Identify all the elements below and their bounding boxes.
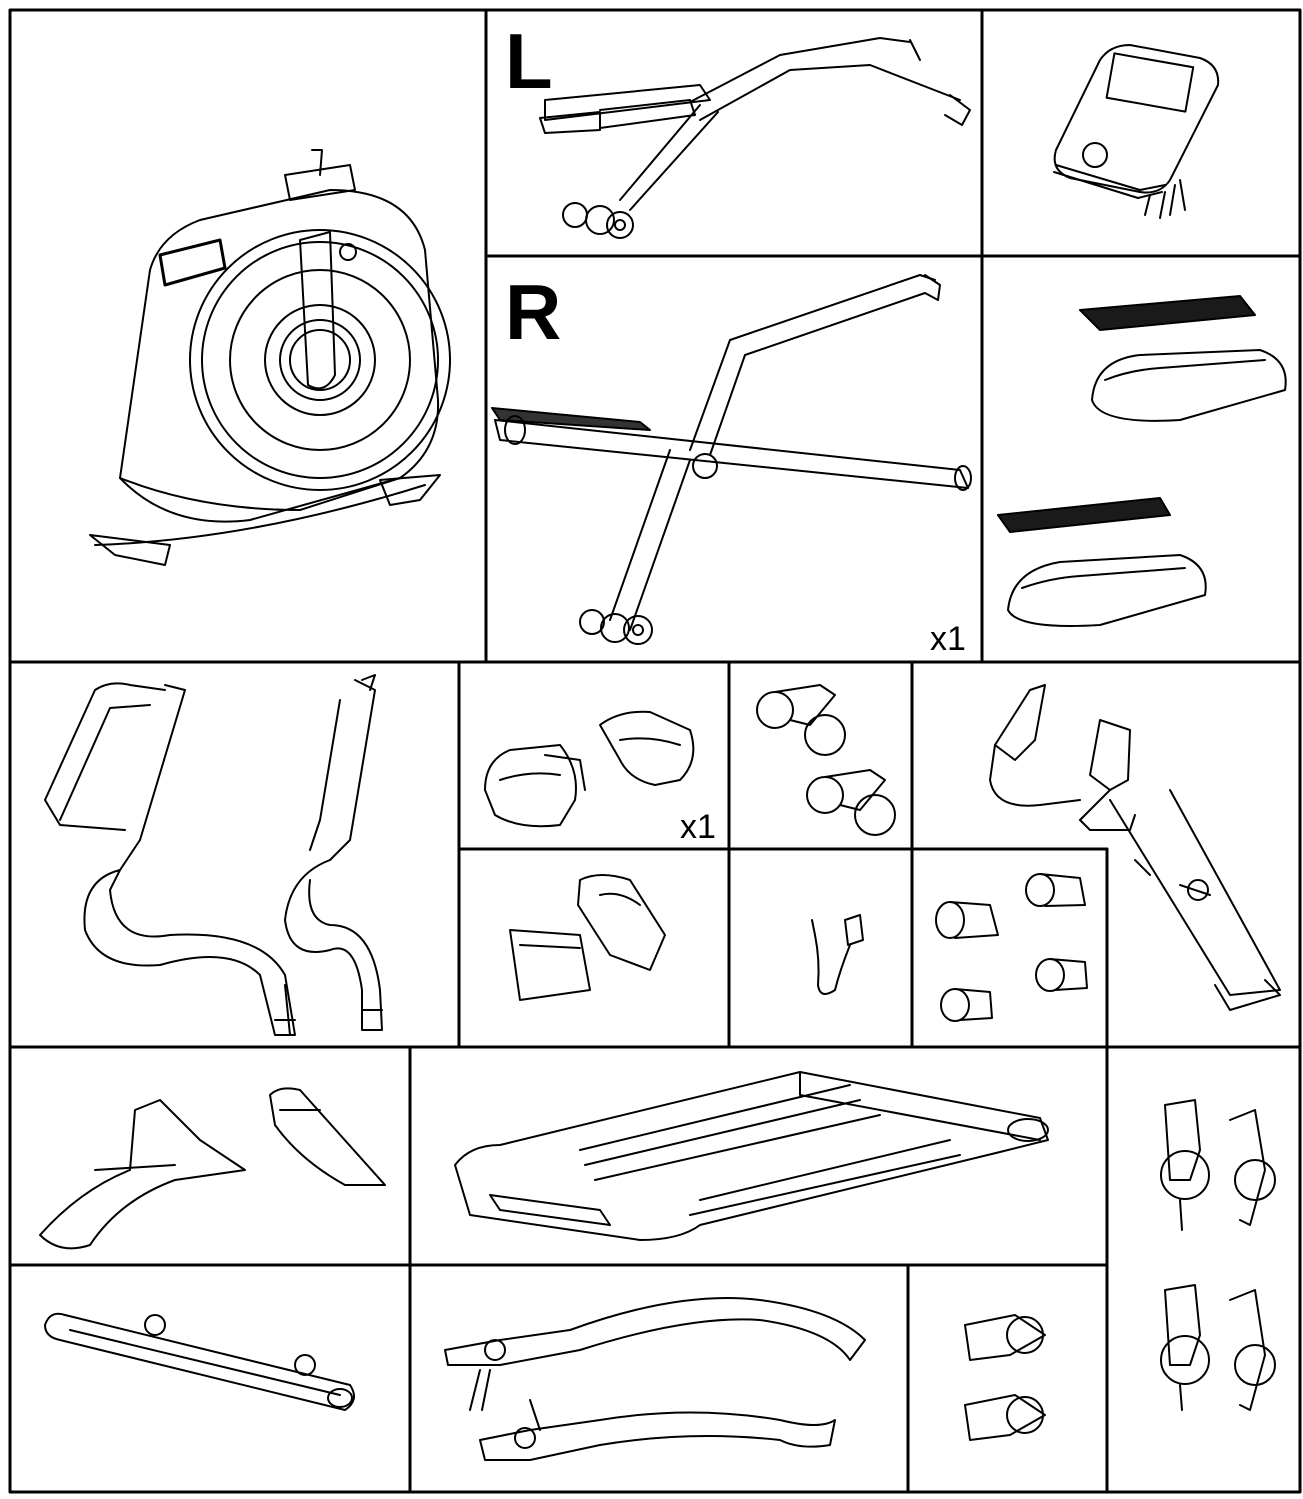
main-frame-icon <box>89 149 451 566</box>
cover-icon <box>599 710 695 786</box>
cover-icon <box>935 873 1088 1022</box>
front-stabilizer-icon <box>454 1071 1049 1241</box>
left-arm-label: L <box>505 17 553 105</box>
handlebar-icon <box>284 674 383 1031</box>
cover-icon <box>964 1394 1046 1441</box>
cover-icon <box>39 1099 246 1250</box>
bracket-icon <box>806 769 896 836</box>
cover-icon <box>964 1314 1046 1361</box>
bracket-icon <box>1160 1284 1276 1411</box>
right-arm-label: R <box>505 268 562 356</box>
bracket-icon <box>1160 1099 1276 1231</box>
console-icon <box>1053 44 1220 219</box>
cover-icon <box>509 929 591 1001</box>
rear-stabilizer-icon <box>44 1312 355 1411</box>
cover-icon <box>577 874 666 971</box>
pedal-cover-quantity: x1 <box>680 808 716 846</box>
front-post-icon <box>989 684 1281 1011</box>
right-arm-quantity: x1 <box>930 620 966 658</box>
swing-arm-icon <box>444 1297 866 1411</box>
bracket-icon <box>756 684 846 756</box>
cover-icon <box>484 744 586 828</box>
pedal-icon <box>997 497 1207 627</box>
swing-arm-icon <box>479 1399 836 1461</box>
pedal-icon <box>1079 295 1287 422</box>
handlebar-icon <box>44 682 296 1036</box>
right-pedal-arm-icon <box>491 274 972 645</box>
grid-lines <box>8 8 1302 1494</box>
adapter-icon <box>811 914 864 995</box>
left-pedal-arm-icon <box>539 37 971 239</box>
cover-icon <box>269 1087 386 1186</box>
